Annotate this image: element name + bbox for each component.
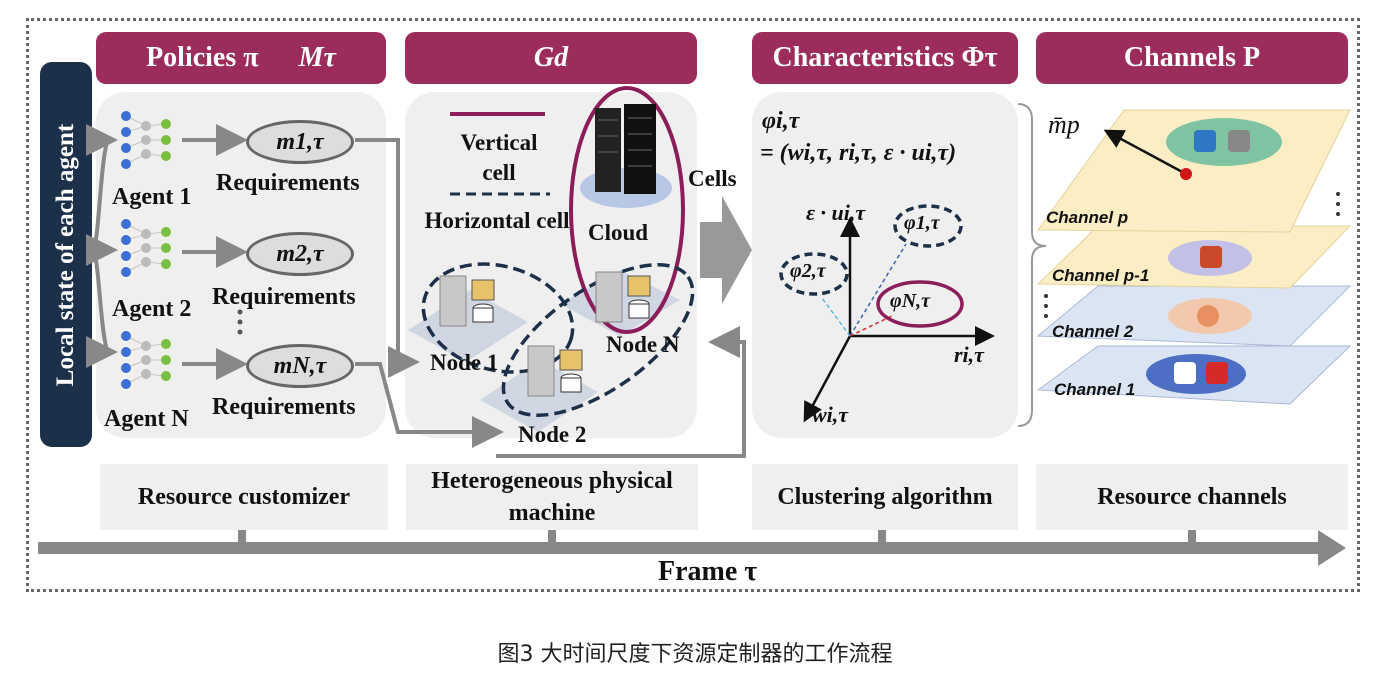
- outer-frame: [26, 18, 1360, 592]
- agent-2-label: Agent 2: [112, 296, 192, 322]
- header-policies: Policies π Mτ: [96, 32, 386, 84]
- req-label-1: Requirements: [216, 170, 360, 196]
- phiN-ring: [876, 280, 964, 328]
- node-n-label: Node N: [606, 332, 680, 357]
- header-channels-label: Channels P: [1123, 42, 1261, 73]
- sidebar-branch-arrows: [85, 124, 118, 368]
- figure-caption: 图3 大时间尺度下资源定制器的工作流程: [497, 642, 893, 667]
- m-bar-pointer: [1103, 129, 1187, 176]
- compass-icon: [1197, 305, 1219, 327]
- legend-vertical-label: Vertical cell: [460, 130, 538, 185]
- timeline-label: Frame τ: [658, 556, 758, 587]
- video-icon: [1228, 130, 1250, 152]
- phi1-ring: [893, 204, 963, 248]
- m-bar-point: [1180, 168, 1192, 180]
- footer-clustering: Clustering algorithm: [752, 464, 1018, 530]
- cloud-vertical-cell: [569, 86, 685, 334]
- neural-net-icon: [121, 331, 171, 389]
- node-2-label: Node 2: [518, 422, 587, 447]
- legend-horizontal-label: Horizontal cell: [424, 208, 570, 233]
- footer-resource-customizer: Resource customizer: [100, 464, 388, 530]
- agent-n-label: Agent N: [104, 406, 189, 432]
- header-characteristics-label: Characteristics Φτ: [772, 42, 998, 73]
- sidebar-local-state: Local state of each agent: [40, 62, 92, 447]
- horizontal-cell-2: [501, 263, 695, 417]
- axes: [803, 217, 995, 423]
- neural-net-icon: [121, 111, 171, 169]
- axis-u-label: ε · ui,τ: [806, 200, 866, 225]
- channel-p1-label: Channel p-1: [1052, 266, 1150, 285]
- phi2-ring: [779, 252, 849, 296]
- tv-icon: [1194, 130, 1216, 152]
- footer-physical-machine: Heterogeneous physical machine: [406, 464, 698, 530]
- phi1-label: φ1,τ: [904, 212, 940, 234]
- req-symbol-2: m2,τ: [246, 232, 354, 276]
- router-icon: [1200, 246, 1222, 268]
- agent-1-label: Agent 1: [112, 184, 192, 210]
- panel-characteristics: [752, 92, 1018, 438]
- req-flow-lines: [355, 138, 504, 448]
- game-icon: [1206, 362, 1228, 384]
- phi-def-lhs: φi,τ: [762, 108, 800, 134]
- axis-r-label: ri,τ: [954, 342, 984, 367]
- cloud-server-icon: [580, 104, 672, 208]
- server-icon: [527, 345, 583, 397]
- req-label-2: Requirements: [212, 284, 356, 310]
- cells-arrow: [700, 196, 752, 304]
- channels-brace: [1017, 103, 1047, 427]
- req-symbol-1: m1,τ: [246, 120, 354, 164]
- channel-2-label: Channel 2: [1052, 322, 1134, 341]
- node-1-label: Node 1: [430, 350, 499, 375]
- channel-1-label: Channel 1: [1054, 380, 1136, 399]
- phi2-label: φ2,τ: [790, 260, 826, 282]
- cloud-label: Cloud: [588, 220, 649, 245]
- header-channels: Channels P: [1036, 32, 1348, 84]
- footer-resource-channels: Resource channels: [1036, 464, 1348, 530]
- header-policies-label: Policies π: [146, 42, 259, 73]
- m-bar-label: m̄p: [1048, 110, 1080, 139]
- header-graph-label: Gd: [533, 42, 569, 73]
- app-icons: [1174, 130, 1250, 384]
- channel-p-label: Channel p: [1046, 208, 1129, 227]
- req-label-n: Requirements: [212, 394, 356, 420]
- agent-arrows: [182, 124, 248, 380]
- cells-label: Cells: [688, 166, 737, 191]
- phiN-label: φN,τ: [890, 290, 931, 312]
- header-policies-math: Mτ: [298, 42, 336, 73]
- neural-net-icon: [121, 219, 171, 277]
- timeline-arrow: [38, 530, 1346, 566]
- server-icon: [595, 271, 651, 323]
- phi-def-rhs: = (wi,τ, ri,τ, ε · ui,τ): [760, 140, 957, 166]
- header-characteristics: Characteristics Φτ: [752, 32, 1018, 84]
- req-symbol-n: mN,τ: [246, 344, 354, 388]
- send-icon: [1174, 362, 1196, 384]
- horizontal-cell-1: [421, 262, 575, 374]
- header-graph: Gd: [405, 32, 697, 84]
- axis-w-label: wi,τ: [812, 402, 849, 427]
- feedback-arrow: [496, 326, 746, 458]
- ellipsis-dots: [237, 309, 243, 335]
- server-icon: [439, 275, 495, 327]
